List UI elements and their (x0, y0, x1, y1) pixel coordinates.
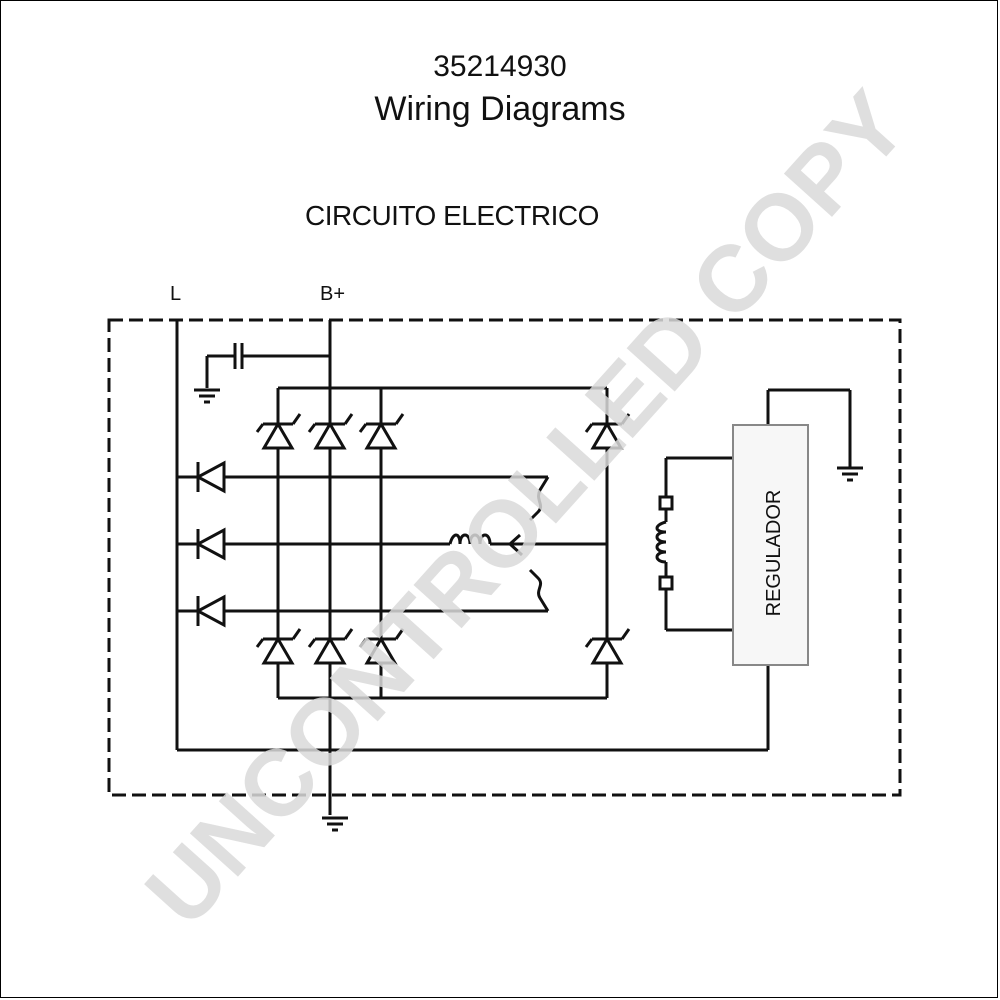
regulator-ground-icon (835, 466, 865, 482)
part-number: 35214930 (433, 50, 567, 83)
field-coil-icon (655, 495, 674, 591)
capacitor-ground-icon (192, 388, 222, 404)
chassis-ground-icon (320, 816, 350, 832)
regulator-box (732, 424, 809, 666)
terminal-b-plus-label: B+ (320, 283, 345, 305)
page-title: Wiring Diagrams (374, 90, 626, 128)
regulator-label: REGULADOR (763, 490, 785, 617)
enclosure-boundary (107, 318, 902, 797)
exciter-diode-icon (196, 594, 226, 628)
capacitor-symbol (233, 343, 244, 369)
terminal-l-label: L (170, 283, 181, 305)
stator-coil-icon (448, 533, 492, 545)
exciter-diode-icon (196, 527, 226, 561)
exciter-diode-icon (196, 460, 226, 494)
diagram-subtitle: CIRCUITO ELECTRICO (305, 200, 599, 231)
